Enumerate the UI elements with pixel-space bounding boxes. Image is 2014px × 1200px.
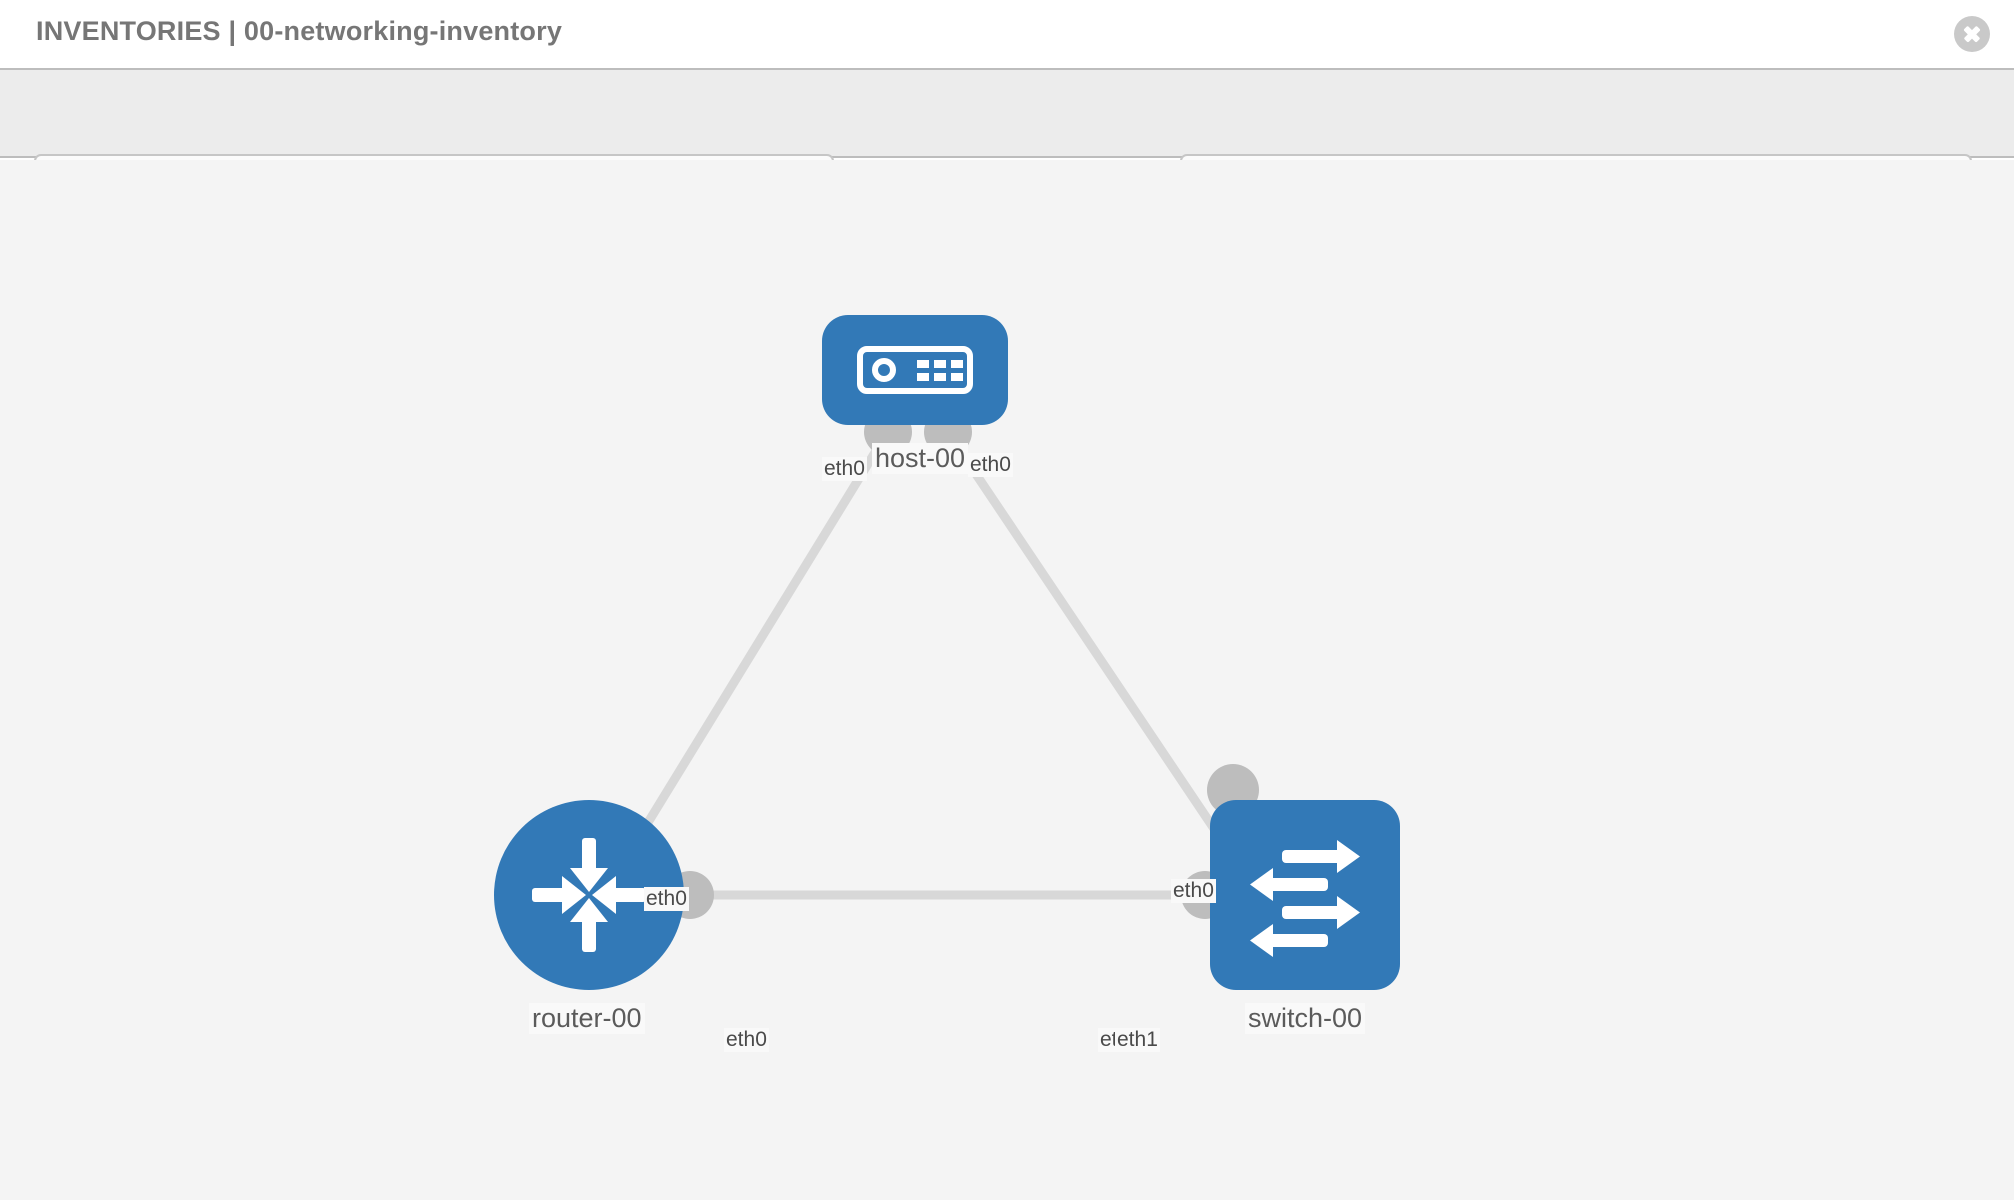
link-host-switch xyxy=(941,425,1239,863)
page-header: INVENTORIES | 00-networking-inventory xyxy=(0,0,2014,68)
node-host-00[interactable] xyxy=(822,315,1008,425)
node-label-host-00: host-00 xyxy=(872,443,969,474)
topology-canvas[interactable]: host-00 router-00 switch-00 eth0 eth0 et… xyxy=(0,160,2014,1200)
iface-label-host-left: eth0 xyxy=(822,457,867,481)
iface-label-switch-uplink: eth0 xyxy=(1171,879,1216,903)
switch-icon xyxy=(1250,840,1360,957)
iface-label-router-right: eth0 xyxy=(724,1028,769,1052)
node-label-switch-00: switch-00 xyxy=(1245,1003,1366,1034)
node-label-router-00: router-00 xyxy=(529,1003,645,1034)
iface-label-switch-left-b: eth1 xyxy=(1115,1028,1160,1052)
server-icon xyxy=(857,346,973,394)
iface-label-host-right: eth0 xyxy=(968,453,1013,477)
link-host-router xyxy=(621,425,894,863)
router-icon xyxy=(532,838,646,952)
page-title: INVENTORIES | 00-networking-inventory xyxy=(36,16,563,46)
close-icon[interactable] xyxy=(1954,16,1990,52)
node-switch-00[interactable] xyxy=(1210,800,1400,990)
iface-label-router-uplink: eth0 xyxy=(644,887,689,911)
toolbar: ACTIONS SEARCH xyxy=(0,68,2014,210)
